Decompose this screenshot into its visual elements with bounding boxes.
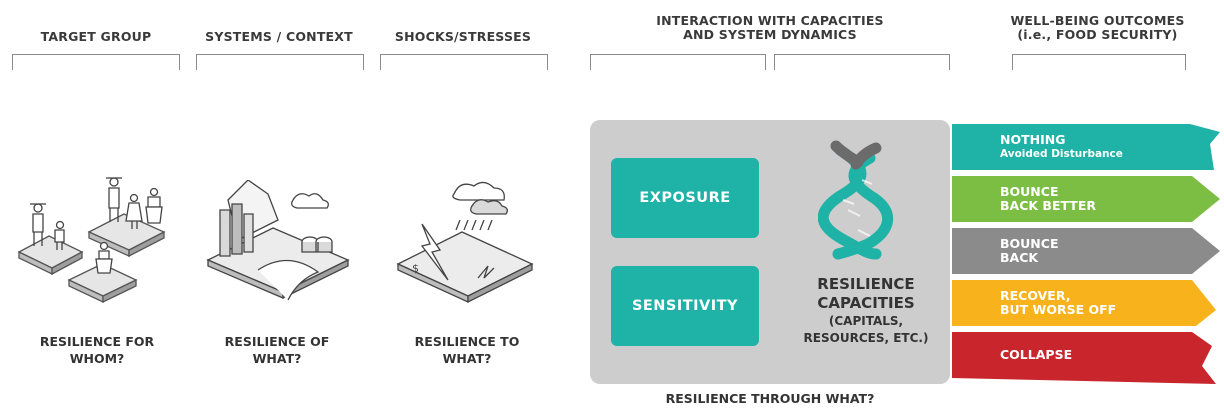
question-to-what-line2: WHAT? [442,351,492,366]
outcome-recover-worse: RECOVER,BUT WORSE OFF [952,280,1222,334]
bracket-interaction-left [590,54,766,70]
outcome-bounce-back-arrow [952,228,1220,274]
exposure-box: EXPOSURE [611,158,759,238]
question-of-what-line2: WHAT? [252,351,302,366]
question-of-what-line1: RESILIENCE OF [224,334,330,349]
people-platforms-illustration [17,177,166,304]
outcome-bounce-back-better-line1: BOUNCE [1000,184,1059,199]
capacities-title-line2: CAPACITIES [817,294,915,312]
bracket-systems [196,54,364,70]
header-interaction-line2: AND SYSTEM DYNAMICS [683,27,857,42]
bracket-interaction-right [774,54,950,70]
outcome-bounce-back-line1: BOUNCE [1000,236,1059,251]
question-to-what-line1: RESILIENCE TO [414,334,520,349]
outcome-bounce-back-better-arrow [952,176,1220,222]
outcome-nothing-line1: NOTHING [1000,132,1066,147]
shocks-stresses-illustration: $ [396,181,534,304]
braid-icon [818,140,894,260]
outcome-bounce-back-line2: BACK [1000,250,1039,265]
question-of-what: RESILIENCE OF WHAT? [192,333,362,367]
header-systems-context: SYSTEMS / CONTEXT [205,29,353,44]
outcome-recover-worse-line1: RECOVER, [1000,288,1071,303]
capacities-title-line1: RESILIENCE [817,275,915,293]
outcome-collapse-label: COLLAPSE [1000,348,1072,362]
header-interaction: INTERACTION WITH CAPACITIES AND SYSTEM D… [590,14,950,42]
systems-context-illustration [206,180,350,301]
bracket-wellbeing [1012,54,1186,70]
capacities-title: RESILIENCE CAPACITIES (CAPITALS, RESOURC… [776,275,956,347]
outcome-collapse: COLLAPSE [952,332,1222,386]
sensitivity-box: SENSITIVITY [611,266,759,346]
header-target-group: TARGET GROUP [40,29,152,44]
header-shocks-stresses: SHOCKS/STRESSES [394,29,532,44]
svg-text:$: $ [412,262,419,275]
bracket-target-group [12,54,180,70]
header-wellbeing: WELL-BEING OUTCOMES (i.e., FOOD SECURITY… [985,14,1210,42]
header-wellbeing-line1: WELL-BEING OUTCOMES [1010,13,1185,28]
header-wellbeing-line2: (i.e., FOOD SECURITY) [1017,27,1178,42]
bracket-shocks [380,54,548,70]
outcome-bounce-back-better-line2: BACK BETTER [1000,198,1096,213]
outcome-recover-worse-line2: BUT WORSE OFF [1000,302,1117,317]
capacities-sub-line2: RESOURCES, ETC.) [803,331,929,345]
outcome-collapse-arrow [952,332,1216,384]
question-for-whom-line1: RESILIENCE FOR [39,334,155,349]
capacities-sub-line1: (CAPITALS, [828,314,904,328]
outcome-collapse-line1: COLLAPSE [1000,347,1073,362]
question-for-whom-line2: WHOM? [69,351,125,366]
question-for-whom: RESILIENCE FOR WHOM? [12,333,182,367]
outcome-recover-worse-label: RECOVER,BUT WORSE OFF [1000,289,1116,317]
outcome-recover-worse-arrow [952,280,1216,326]
question-through-what: RESILIENCE THROUGH WHAT? [665,391,875,406]
question-to-what: RESILIENCE TO WHAT? [382,333,552,367]
header-interaction-line1: INTERACTION WITH CAPACITIES [656,13,884,28]
outcome-nothing-arrow [952,124,1220,170]
outcome-nothing-line2: Avoided Disturbance [1000,148,1123,160]
